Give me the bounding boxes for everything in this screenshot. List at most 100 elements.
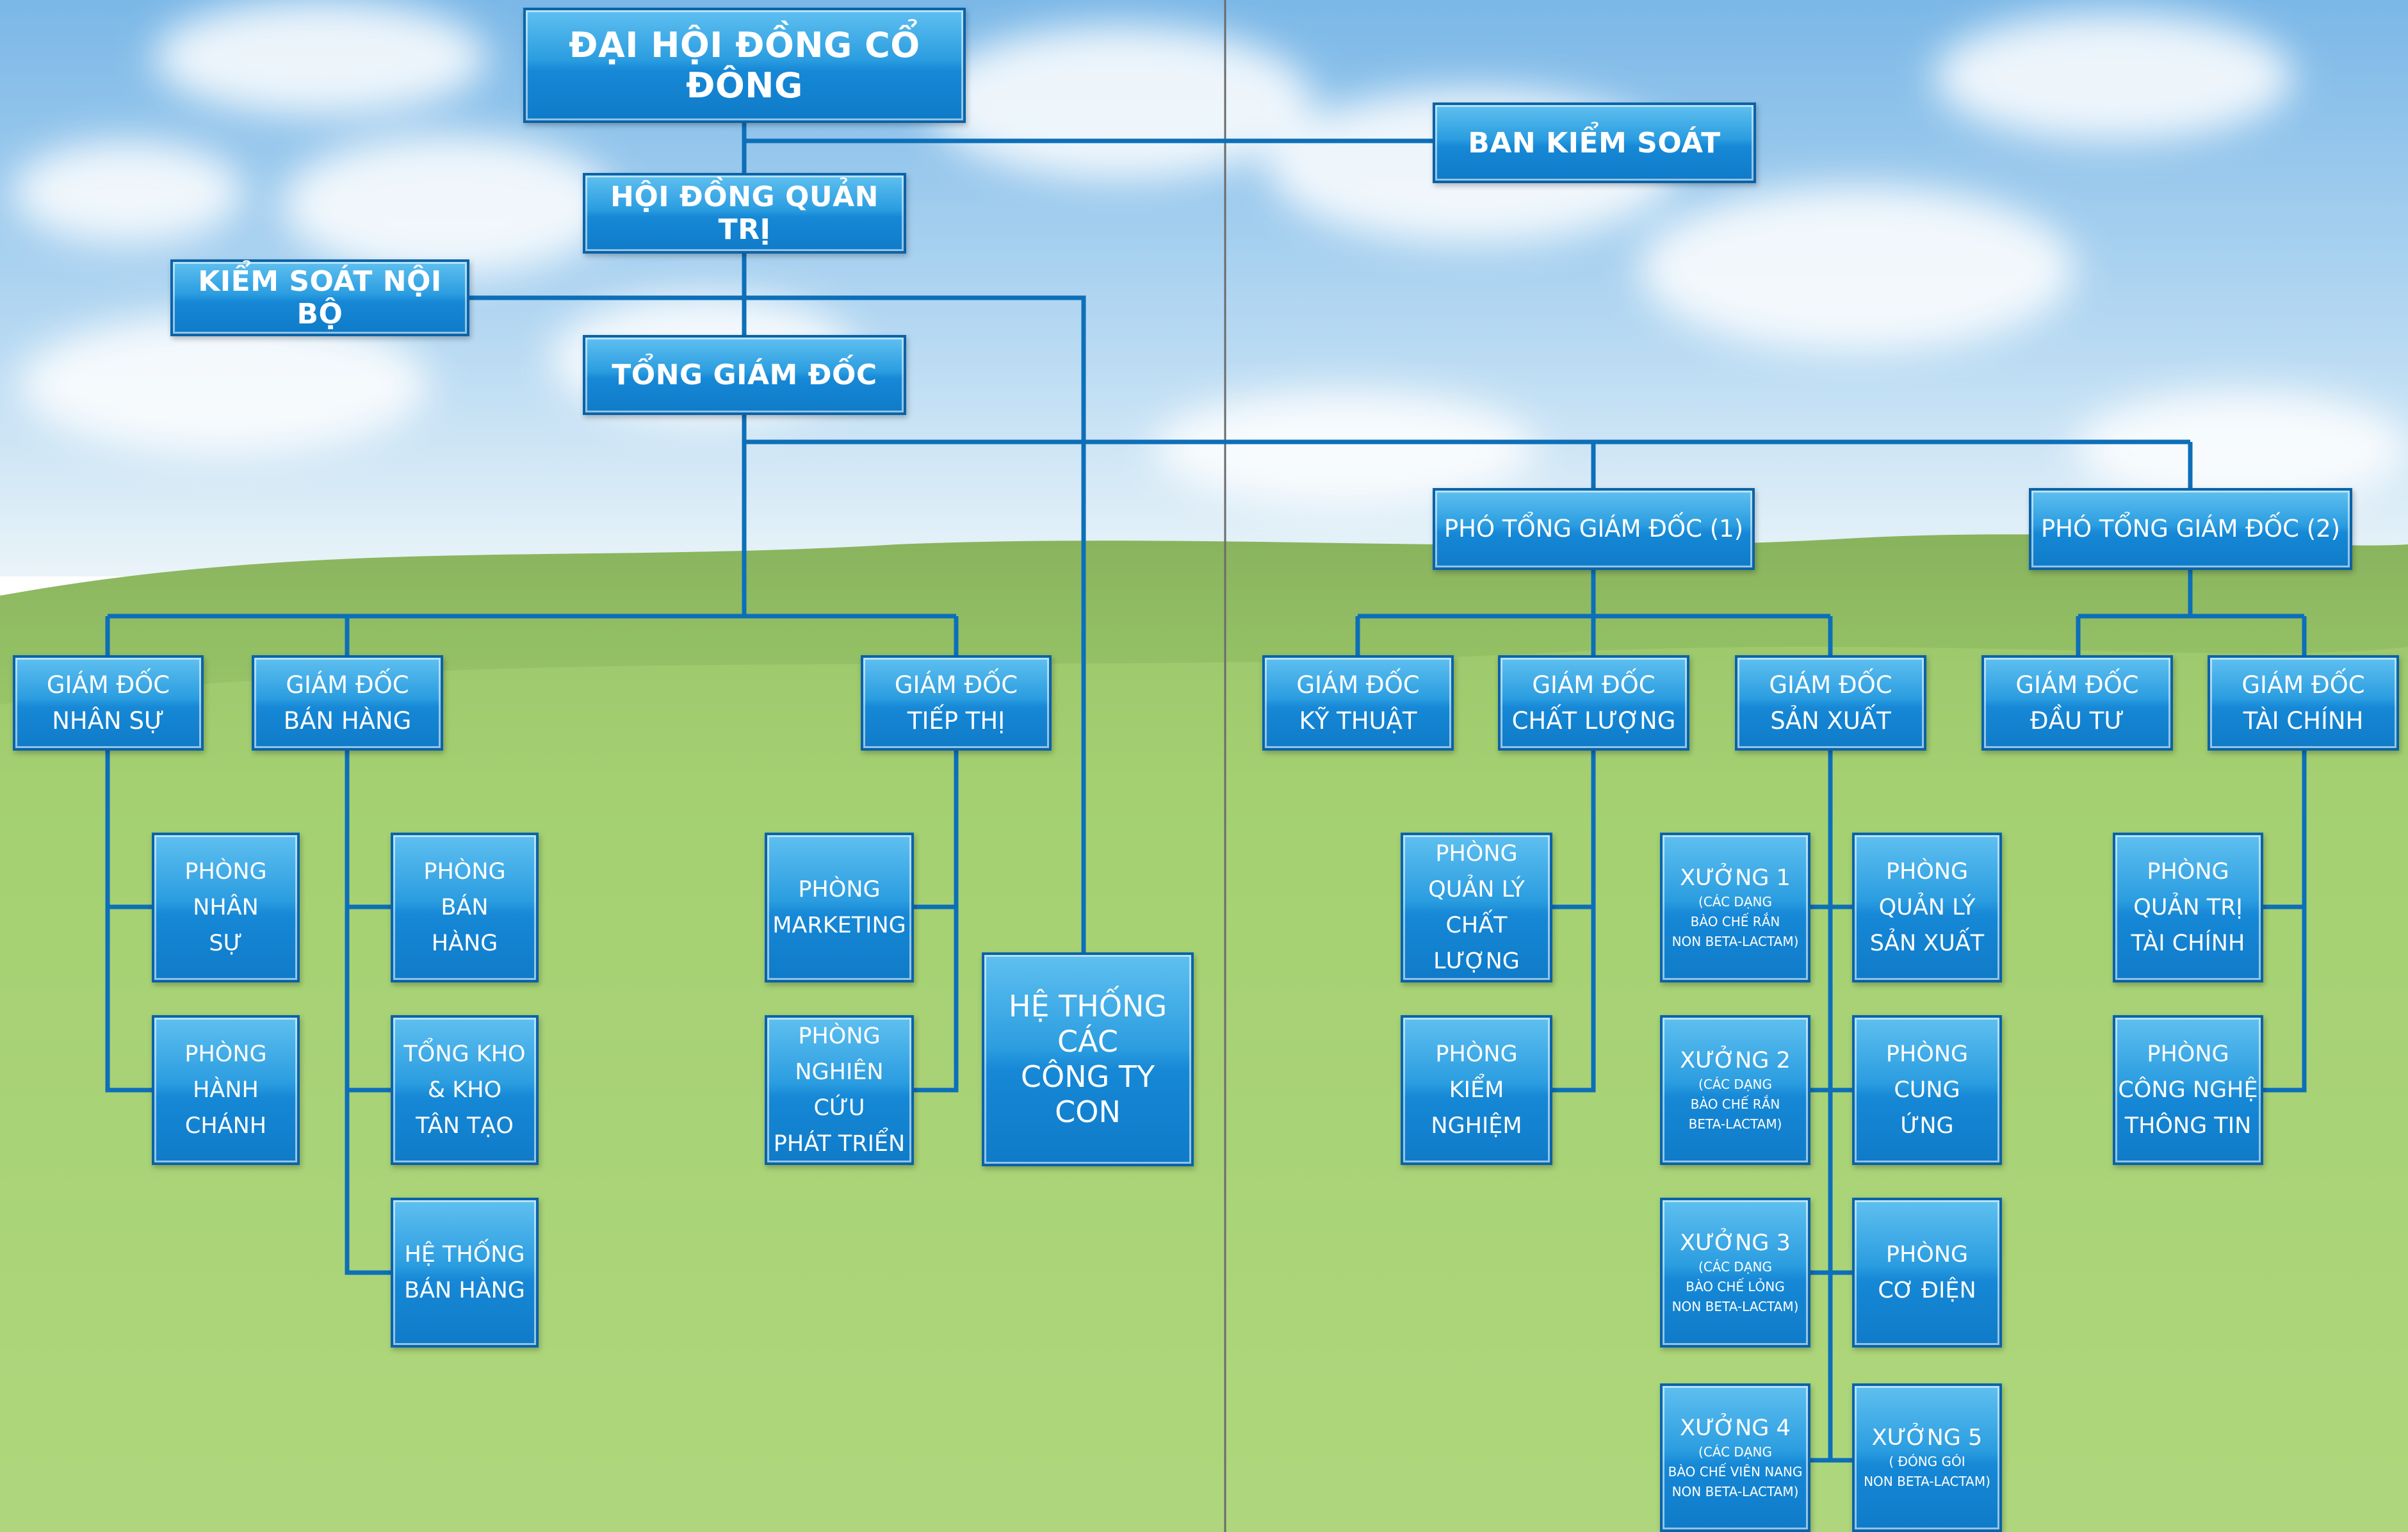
- rnd-department-line2: NGHIÊN CỨU: [795, 1059, 884, 1121]
- workshop-2-title: XƯỞNG 2: [1680, 1047, 1791, 1073]
- lab-department-line2: KIỂM: [1449, 1077, 1504, 1103]
- sales-system-box: HỆ THỐNG BÁN HÀNG: [391, 1198, 539, 1348]
- quality-management-line1: PHÒNG: [1435, 841, 1518, 867]
- workshop-5-sub1: ( ĐÓNG GÓI: [1889, 1454, 1965, 1469]
- it-department-line3: THÔNG TIN: [2124, 1113, 2252, 1139]
- admin-department-line1: PHÒNG: [184, 1041, 267, 1067]
- sales-system-line1: HỆ THỐNG: [404, 1242, 525, 1267]
- workshop-5-box: XƯỞNG 5 ( ĐÓNG GÓI NON BETA-LACTAM): [1852, 1383, 2002, 1532]
- director-sales-box: GIÁM ĐỐC BÁN HÀNG: [252, 655, 443, 751]
- board-label: HỘI ĐỒNG QUẢN TRỊ: [610, 181, 879, 246]
- director-investment-box: GIÁM ĐỐC ĐẦU TƯ: [1981, 655, 2173, 751]
- sales-system-line2: BÁN HÀNG: [404, 1278, 525, 1303]
- director-finance-line1: GIÁM ĐỐC: [2241, 671, 2365, 699]
- workshop-3-title: XƯỞNG 3: [1680, 1230, 1791, 1256]
- sales-department-box: PHÒNG BÁN HÀNG: [391, 833, 539, 982]
- workshop-4-sub1: (CÁC DẠNG: [1698, 1444, 1772, 1460]
- workshop-2-box: XƯỞNG 2 (CÁC DẠNG BÀO CHẾ RẮN BETA-LACTA…: [1660, 1015, 1810, 1165]
- deputy-ceo-2-label: PHÓ TỔNG GIÁM ĐỐC (2): [2040, 515, 2341, 542]
- director-marketing-box: GIÁM ĐỐC TIẾP THỊ: [861, 655, 1052, 751]
- director-tech-line1: GIÁM ĐỐC: [1296, 671, 1420, 699]
- deputy-ceo-2-box: PHÓ TỔNG GIÁM ĐỐC (2): [2029, 488, 2352, 570]
- director-hr-line1: GIÁM ĐỐC: [46, 671, 170, 699]
- subsidiaries-box: HỆ THỐNG CÁC CÔNG TY CON: [982, 952, 1194, 1166]
- workshop-4-sub3: NON BETA-LACTAM): [1672, 1483, 1799, 1499]
- deputy-ceo-1-box: PHÓ TỔNG GIÁM ĐỐC (1): [1433, 488, 1755, 570]
- subsidiaries-line2: CÁC: [1057, 1024, 1118, 1059]
- director-investment-line1: GIÁM ĐỐC: [2015, 671, 2139, 699]
- mechanical-electrical-box: PHÒNG CƠ ĐIỆN: [1852, 1198, 2002, 1348]
- workshop-5-sub2: NON BETA-LACTAM): [1864, 1474, 1990, 1489]
- workshop-1-box: XƯỞNG 1 (CÁC DẠNG BÀO CHẾ RẮN NON BETA-L…: [1660, 833, 1810, 982]
- ceo-label: TỔNG GIÁM ĐỐC: [612, 359, 877, 391]
- director-tech-line2: KỸ THUẬT: [1299, 706, 1417, 735]
- supervisory-box: BAN KIỂM SOÁT: [1433, 102, 1756, 183]
- sales-department-line1: PHÒNG: [423, 859, 506, 884]
- workshop-3-box: XƯỞNG 3 (CÁC DẠNG BÀO CHẾ LỎNG NON BETA-…: [1660, 1198, 1810, 1348]
- board-box: HỘI ĐỒNG QUẢN TRỊ: [583, 173, 906, 254]
- lab-department-line3: NGHIỆM: [1431, 1113, 1522, 1139]
- admin-department-box: PHÒNG HÀNH CHÁNH: [152, 1015, 300, 1165]
- rnd-department-line1: PHÒNG: [798, 1023, 881, 1049]
- internal-control-box: KIỂM SOÁT NỘI BỘ: [170, 259, 469, 336]
- it-department-box: PHÒNG CÔNG NGHỆ THÔNG TIN: [2113, 1015, 2263, 1165]
- quality-management-box: PHÒNG QUẢN LÝ CHẤT LƯỢNG: [1401, 833, 1552, 982]
- marketing-department-line1: PHÒNG: [798, 877, 881, 902]
- director-quality-line1: GIÁM ĐỐC: [1532, 671, 1656, 699]
- deputy-ceo-1-label: PHÓ TỔNG GIÁM ĐỐC (1): [1444, 515, 1744, 542]
- director-marketing-line2: TIẾP THỊ: [907, 706, 1005, 735]
- director-tech-box: GIÁM ĐỐC KỸ THUẬT: [1262, 655, 1454, 751]
- rnd-department-line3: PHÁT TRIỂN: [773, 1131, 906, 1157]
- internal-control-label: KIỂM SOÁT NỘI BỘ: [198, 265, 442, 330]
- supply-department-line2: CUNG: [1894, 1077, 1960, 1103]
- production-management-line1: PHÒNG: [1885, 859, 1969, 884]
- workshop-4-sub2: BÀO CHẾ VIÊN NANG: [1668, 1463, 1803, 1479]
- director-sales-line1: GIÁM ĐỐC: [286, 671, 409, 699]
- sales-department-line2: BÁN: [441, 895, 489, 920]
- finance-management-line1: PHÒNG: [2147, 859, 2229, 884]
- marketing-department-box: PHÒNG MARKETING: [765, 833, 914, 982]
- workshop-5-title: XƯỞNG 5: [1871, 1425, 1983, 1451]
- workshop-4-title: XƯỞNG 4: [1680, 1415, 1791, 1441]
- finance-management-box: PHÒNG QUẢN TRỊ TÀI CHÍNH: [2113, 833, 2263, 982]
- production-management-line3: SẢN XUẤT: [1869, 931, 1985, 956]
- workshop-2-sub1: (CÁC DẠNG: [1698, 1076, 1772, 1092]
- quality-management-line3: CHẤT LƯỢNG: [1433, 913, 1520, 974]
- it-department-line1: PHÒNG: [2147, 1041, 2229, 1067]
- supply-department-box: PHÒNG CUNG ỨNG: [1852, 1015, 2002, 1165]
- hr-department-line1: PHÒNG: [184, 859, 267, 884]
- workshop-3-sub3: NON BETA-LACTAM): [1672, 1298, 1799, 1314]
- mechanical-electrical-line1: PHÒNG: [1885, 1242, 1969, 1267]
- hr-department-box: PHÒNG NHÂN SỰ: [152, 833, 300, 982]
- director-finance-box: GIÁM ĐỐC TÀI CHÍNH: [2208, 655, 2399, 751]
- rnd-department-box: PHÒNG NGHIÊN CỨU PHÁT TRIỂN: [765, 1015, 914, 1165]
- supervisory-label: BAN KIỂM SOÁT: [1468, 126, 1721, 159]
- ceo-box: TỔNG GIÁM ĐỐC: [583, 335, 906, 415]
- subsidiaries-line3: CÔNG TY: [1020, 1059, 1155, 1094]
- lab-department-line1: PHÒNG: [1435, 1041, 1518, 1067]
- director-sales-line2: BÁN HÀNG: [283, 706, 412, 735]
- shareholders-box: ĐẠI HỘI ĐỒNG CỔ ĐÔNG: [523, 8, 966, 123]
- hr-department-line3: SỰ: [209, 931, 243, 956]
- workshop-2-sub3: BETA-LACTAM): [1688, 1116, 1782, 1132]
- workshop-1-title: XƯỞNG 1: [1680, 865, 1791, 891]
- director-quality-line2: CHẤT LƯỢNG: [1511, 706, 1676, 735]
- mechanical-electrical-line2: CƠ ĐIỆN: [1878, 1278, 1976, 1303]
- director-hr-box: GIÁM ĐỐC NHÂN SỰ: [13, 655, 204, 751]
- director-production-line2: SẢN XUẤT: [1770, 706, 1891, 735]
- shareholders-label: ĐẠI HỘI ĐỒNG CỔ ĐÔNG: [569, 25, 920, 106]
- director-quality-box: GIÁM ĐỐC CHẤT LƯỢNG: [1498, 655, 1689, 751]
- workshop-2-sub2: BÀO CHẾ RẮN: [1690, 1096, 1780, 1112]
- finance-management-line2: QUẢN TRỊ: [2133, 895, 2243, 920]
- director-marketing-line1: GIÁM ĐỐC: [894, 671, 1018, 699]
- production-management-box: PHÒNG QUẢN LÝ SẢN XUẤT: [1852, 833, 2002, 982]
- quality-management-line2: QUẢN LÝ: [1428, 877, 1525, 902]
- subsidiaries-line1: HỆ THỐNG: [1008, 989, 1167, 1023]
- finance-management-line3: TÀI CHÍNH: [2131, 931, 2245, 956]
- director-production-line1: GIÁM ĐỐC: [1769, 671, 1892, 699]
- workshop-3-sub2: BÀO CHẾ LỎNG: [1686, 1278, 1785, 1294]
- it-department-line2: CÔNG NGHỆ: [2118, 1077, 2258, 1103]
- warehouse-line2: & KHO: [427, 1077, 502, 1103]
- workshop-4-box: XƯỞNG 4 (CÁC DẠNG BÀO CHẾ VIÊN NANG NON …: [1660, 1383, 1810, 1532]
